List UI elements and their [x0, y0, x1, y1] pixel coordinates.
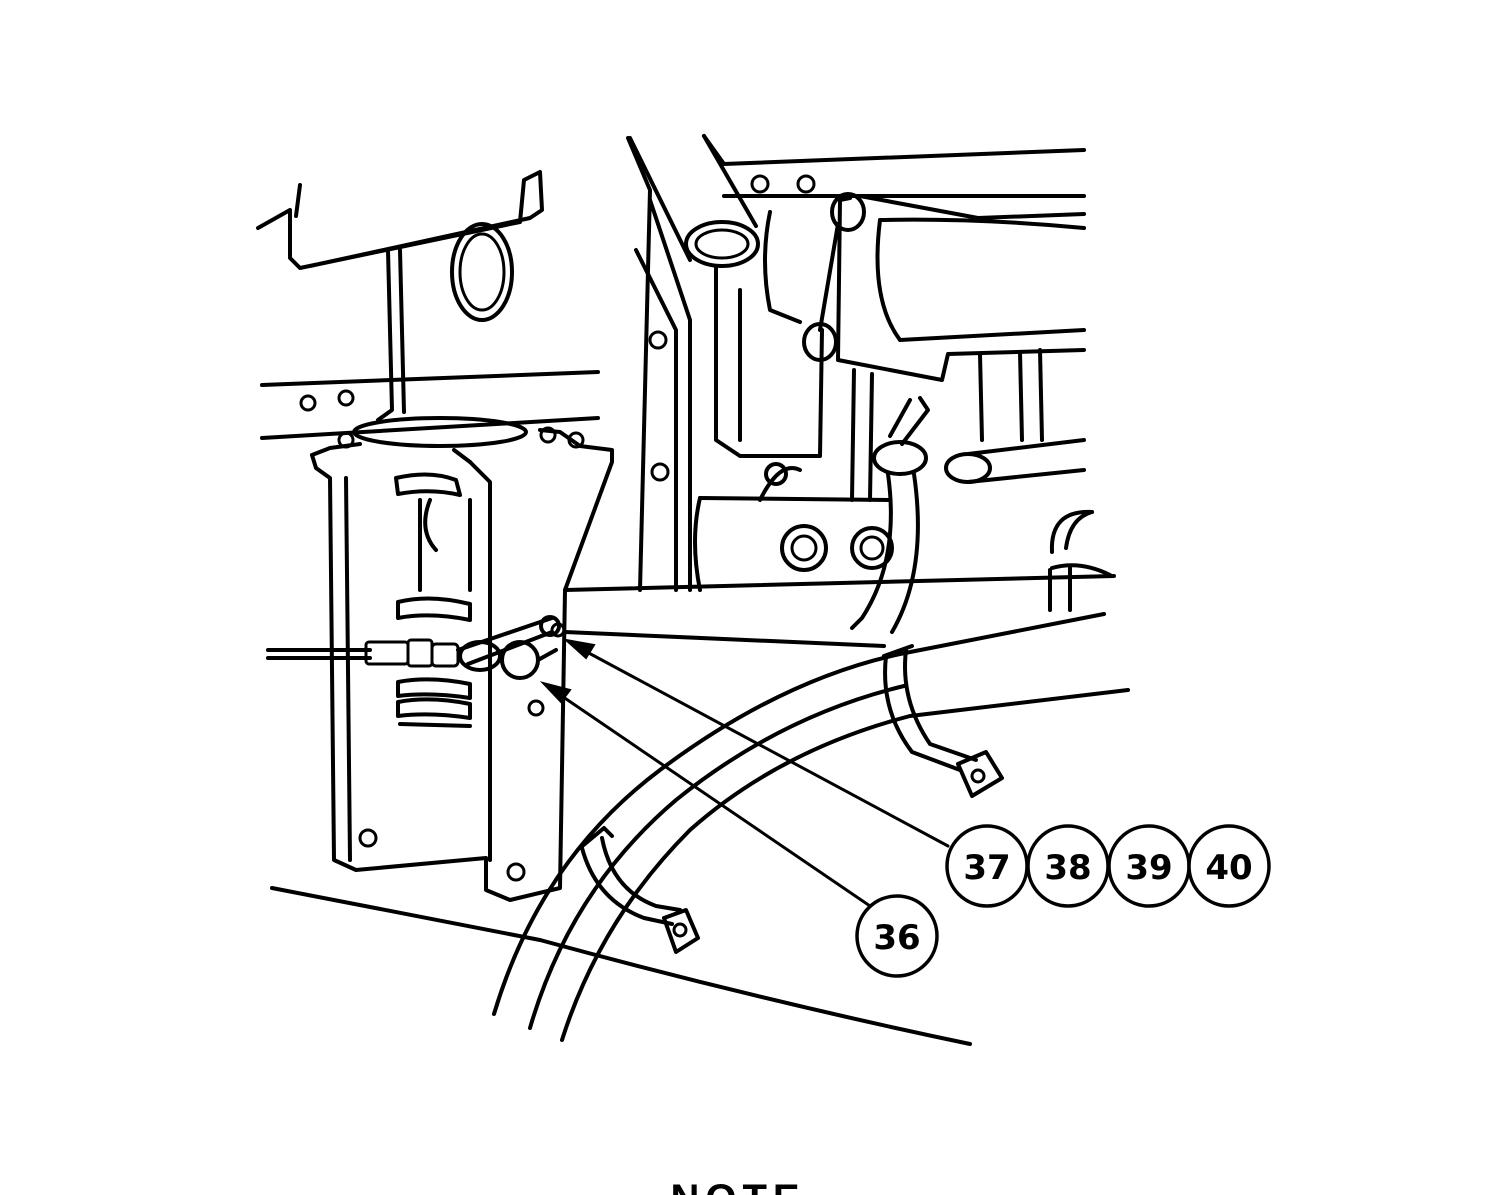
- engine-block: [626, 134, 1112, 612]
- frame-rail-lower: [270, 574, 1116, 1046]
- callout-40: 40: [1187, 824, 1271, 908]
- upper-frame-bracket: [256, 170, 544, 422]
- hoses: [492, 612, 1130, 1042]
- dipstick-tube: [850, 396, 930, 634]
- svg-text:40: 40: [1205, 848, 1252, 888]
- frame-rail-left: [260, 370, 600, 440]
- arrow-head-36: [539, 681, 572, 704]
- callout-39: 39: [1107, 824, 1191, 908]
- svg-text:38: 38: [1044, 848, 1091, 888]
- leader-lines: [539, 638, 950, 908]
- mounting-bracket: [310, 416, 614, 902]
- svg-text:36: 36: [873, 918, 920, 958]
- svg-text:39: 39: [1125, 848, 1172, 888]
- cable-assembly: [266, 615, 566, 680]
- arrow-head-37: [562, 638, 596, 660]
- callout-37: 37: [945, 824, 1029, 908]
- svg-text:37: 37: [963, 848, 1010, 888]
- callout-38: 38: [1026, 824, 1110, 908]
- callout-36: 36: [855, 894, 939, 978]
- note-heading: NOTE: [670, 1177, 805, 1195]
